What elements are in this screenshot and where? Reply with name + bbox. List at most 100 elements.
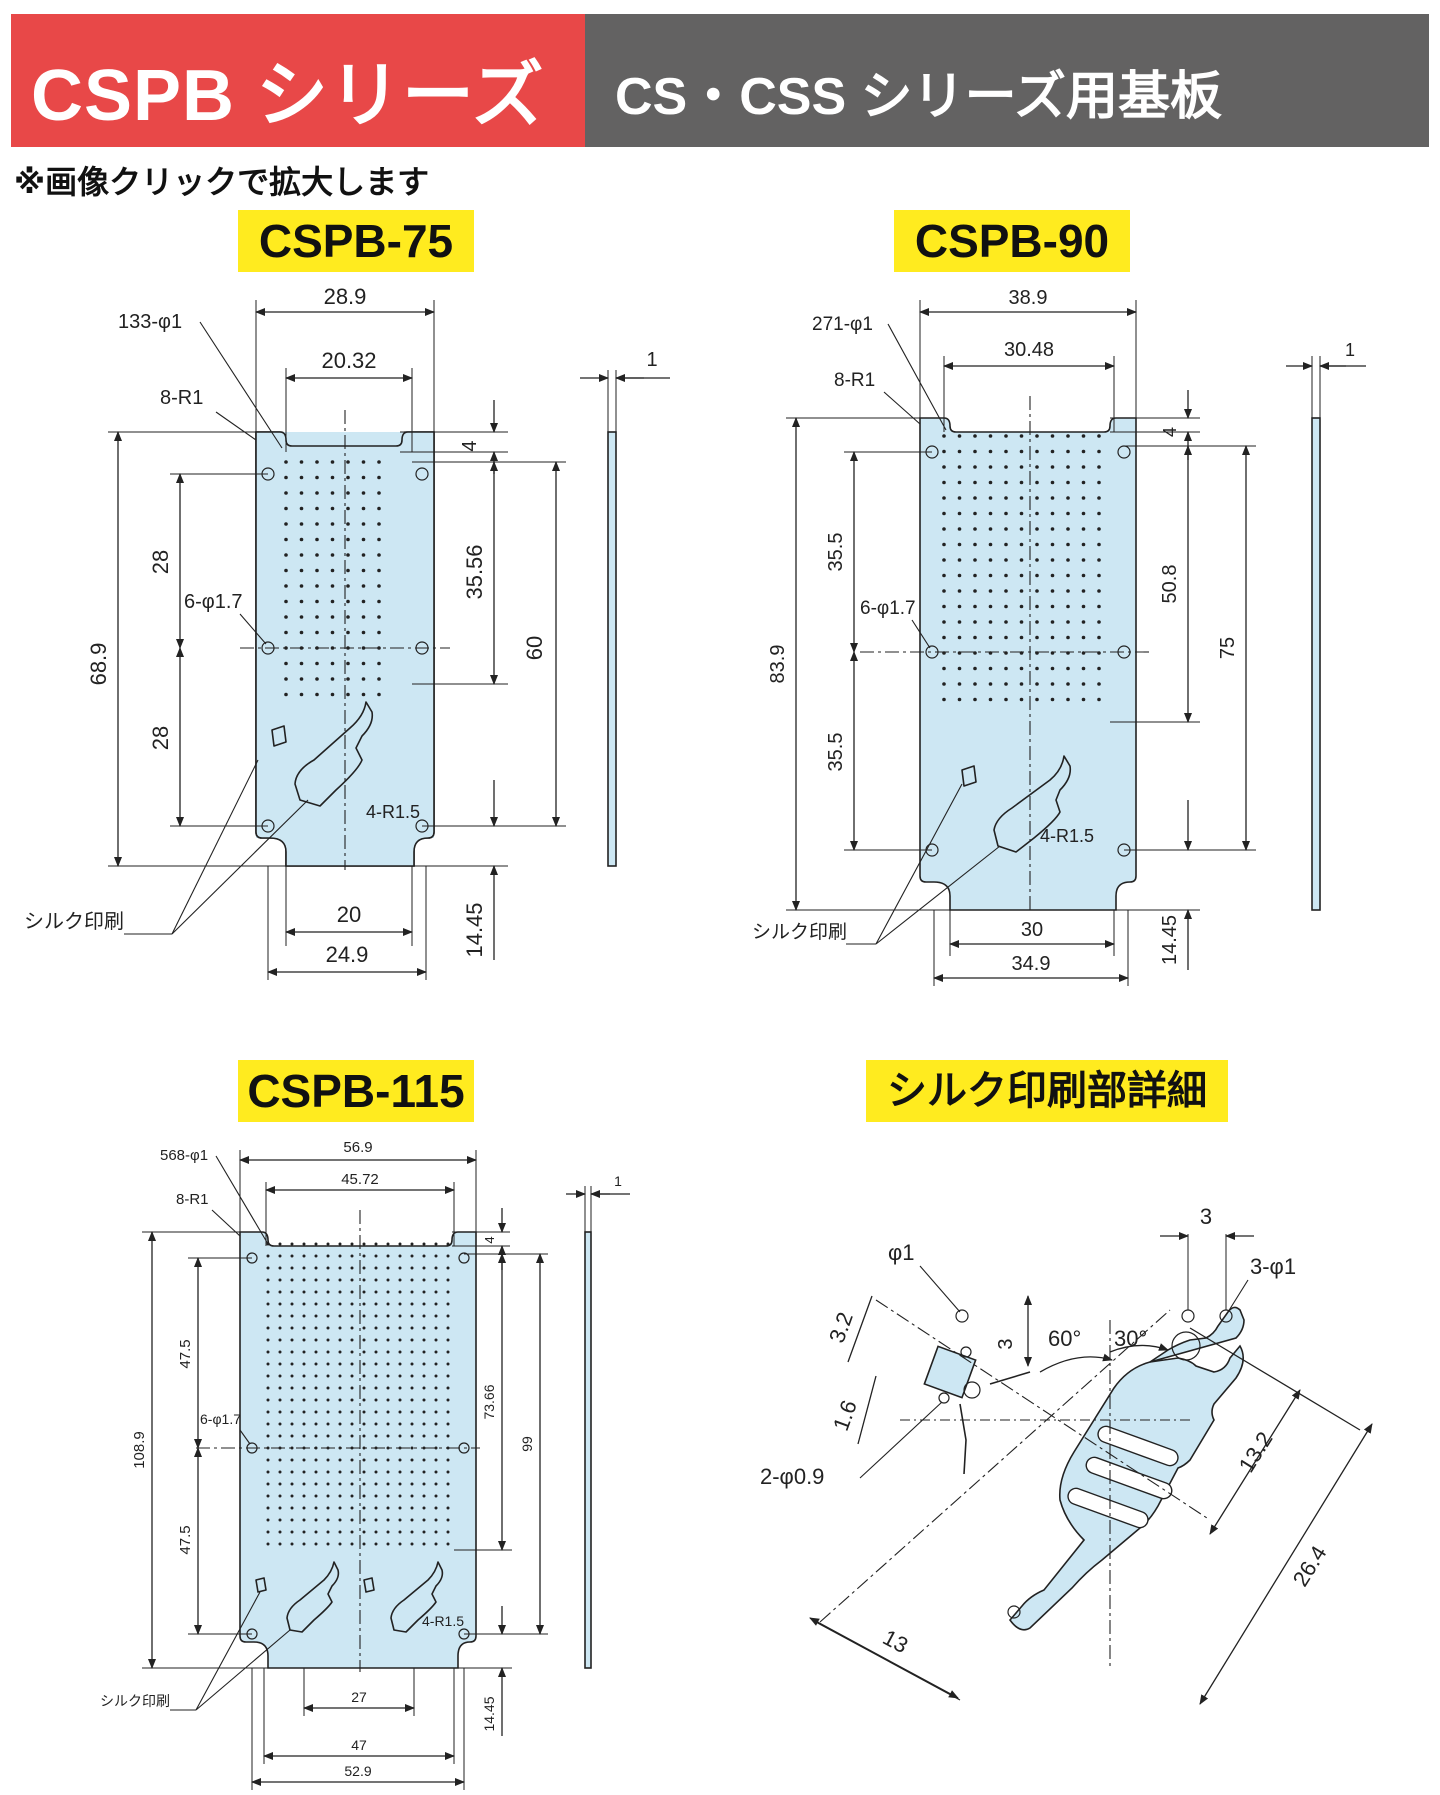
perf-hole — [314, 1242, 318, 1246]
perf-hole — [410, 1542, 414, 1546]
perf-hole — [338, 1314, 342, 1318]
perf-hole — [957, 449, 962, 454]
perf-hole — [361, 568, 366, 573]
perf-hole — [1081, 542, 1086, 547]
perf-hole — [398, 1422, 402, 1426]
perf-hole — [302, 1326, 306, 1330]
dim-3-top: 3 — [1200, 1204, 1212, 1229]
perf-hole — [1035, 434, 1039, 438]
perf-hole — [1050, 511, 1055, 516]
perf-hole — [266, 1470, 270, 1474]
perf-hole — [1035, 604, 1039, 609]
perf-hole — [299, 584, 304, 588]
perf-hole — [973, 620, 977, 624]
perf-hole — [1019, 573, 1024, 578]
dim-top-offset: 4 — [482, 1236, 497, 1243]
perf-hole — [422, 1410, 426, 1414]
perf-hole — [386, 1398, 390, 1402]
perf-hole — [278, 1410, 282, 1414]
perf-hole — [374, 1398, 378, 1402]
perf-hole — [398, 1338, 402, 1342]
perf-hole — [346, 460, 350, 464]
perf-hole — [1019, 465, 1024, 469]
dim-width-bottom: 24.9 — [326, 942, 369, 967]
perf-hole — [302, 1434, 306, 1438]
perf-hole — [446, 1434, 450, 1438]
perf-hole — [377, 584, 381, 588]
perf-hole — [374, 1542, 378, 1546]
enlarge-note: ※画像クリックで拡大します — [14, 163, 430, 201]
perf-hole — [398, 1326, 402, 1330]
perf-hole — [422, 1362, 426, 1366]
perf-hole — [434, 1470, 438, 1474]
perf-hole — [446, 1506, 450, 1510]
perf-hole — [266, 1266, 270, 1270]
perf-hole — [315, 506, 319, 511]
perf-hole — [410, 1518, 414, 1522]
perf-hole — [1097, 682, 1101, 686]
perf-hole — [278, 1506, 282, 1510]
perf-hole — [446, 1326, 450, 1330]
perf-hole — [386, 1422, 390, 1426]
perf-hole — [398, 1314, 402, 1318]
side-view-75 — [607, 431, 617, 867]
perf-hole — [942, 511, 946, 516]
perf-hole — [314, 1494, 318, 1498]
perf-hole — [302, 1242, 306, 1246]
perf-hole — [1066, 620, 1070, 624]
perf-hole — [278, 1290, 282, 1294]
perf-holes-115 — [266, 1242, 450, 1546]
perf-hole — [1066, 604, 1070, 609]
perf-hole — [422, 1506, 426, 1510]
perf-hole — [290, 1314, 294, 1318]
perf-hole — [278, 1434, 282, 1438]
perf-hole — [374, 1386, 378, 1390]
perf-hole — [1004, 666, 1008, 671]
perf-hole — [1004, 542, 1008, 547]
perf-hole — [326, 1434, 330, 1438]
perf-hole — [350, 1422, 354, 1426]
dim-1-6: 1.6 — [828, 1397, 862, 1434]
perf-hole — [398, 1266, 402, 1270]
dim-pitch-width: 20.32 — [321, 348, 376, 373]
perf-hole — [1066, 542, 1070, 547]
perf-hole — [299, 568, 304, 573]
perf-hole — [1066, 511, 1070, 516]
perf-hole — [446, 1398, 450, 1402]
perf-hole — [314, 1338, 318, 1342]
perf-hole — [410, 1386, 414, 1390]
perf-hole — [386, 1506, 390, 1510]
perf-hole — [362, 1350, 366, 1354]
perf-hole — [422, 1542, 426, 1546]
perf-hole — [446, 1314, 450, 1318]
perf-hole — [1081, 666, 1086, 671]
perf-hole — [266, 1398, 270, 1402]
perf-hole — [346, 506, 350, 511]
perf-hole — [284, 692, 288, 697]
dim-2-phi09: 2-φ0.9 — [760, 1464, 824, 1489]
perf-hole — [434, 1494, 438, 1498]
perf-hole — [299, 475, 304, 480]
perf-hole — [338, 1518, 342, 1522]
perf-hole — [338, 1422, 342, 1426]
perf-hole — [299, 553, 304, 557]
perf-hole — [1050, 697, 1055, 702]
perf-hole — [1097, 496, 1101, 500]
perf-hole — [386, 1386, 390, 1390]
perf-hole — [377, 522, 381, 526]
perf-hole — [1066, 434, 1070, 438]
dim-tab-length: 14.45 — [462, 902, 487, 957]
dim-pitch-width: 30.48 — [1004, 339, 1054, 361]
label-silk-detail: シルク印刷部詳細 — [866, 1060, 1228, 1122]
mount-hole — [415, 641, 429, 655]
perf-hole — [326, 1302, 330, 1306]
perf-hole — [410, 1254, 414, 1258]
perf-hole — [386, 1278, 390, 1282]
perf-hole — [362, 1422, 366, 1426]
dim-corner-r-bottom: 4-R1.5 — [422, 1613, 464, 1629]
perf-hole — [434, 1506, 438, 1510]
perf-hole — [942, 558, 946, 562]
perf-hole — [422, 1254, 426, 1258]
perf-hole — [338, 1242, 342, 1246]
perf-hole — [1081, 651, 1086, 655]
